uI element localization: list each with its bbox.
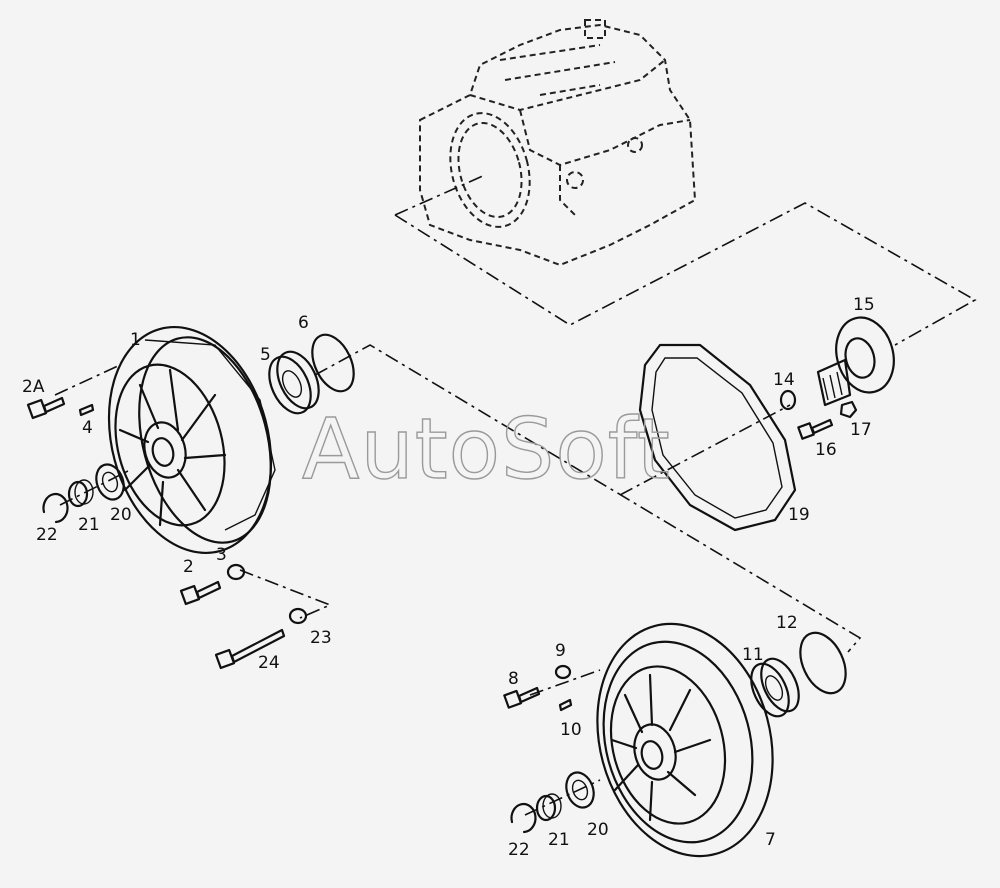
bolt-part-2 (179, 580, 222, 606)
callout-22-upper: 22 (36, 525, 58, 545)
snap-ring-part-6 (311, 333, 355, 393)
callout-4-upper: 4 (82, 418, 93, 438)
bolt-part-2A (26, 396, 66, 420)
callout-7: 7 (765, 830, 776, 850)
housing-part-7 (596, 622, 774, 858)
seal-part-20a (95, 463, 125, 501)
callout-20-upper: 20 (110, 505, 132, 525)
watermark-text: AutoSoft (302, 400, 671, 498)
callout-1: 1 (130, 330, 141, 350)
washer-part-17 (839, 400, 858, 419)
callout-17: 17 (850, 420, 872, 440)
washer-part-9 (554, 664, 572, 680)
callout-21-upper: 21 (78, 515, 100, 535)
callout-5: 5 (260, 345, 271, 365)
callout-8: 8 (508, 669, 519, 689)
callout-9: 9 (555, 641, 566, 661)
transmission-housing (419, 19, 697, 267)
callout-19: 19 (788, 505, 810, 525)
bushing-part-21a (67, 479, 94, 508)
bushing-part-21b (535, 793, 562, 822)
o-ring-part-14 (779, 389, 797, 411)
bolt-part-24 (214, 628, 286, 670)
callout-21-lower: 21 (548, 830, 570, 850)
callout-23: 23 (310, 628, 332, 648)
pin-part-4a (78, 403, 95, 417)
pin-part-10 (558, 698, 573, 712)
callout-22-lower: 22 (508, 840, 530, 860)
gasket-part-19 (638, 343, 797, 532)
bearing-part-5 (268, 350, 320, 415)
callout-12: 12 (776, 613, 798, 633)
callout-20-lower: 20 (587, 820, 609, 840)
callout-10: 10 (560, 720, 582, 740)
callout-3: 3 (216, 545, 227, 565)
circlip-part-22a (42, 492, 69, 524)
washer-part-23 (288, 607, 308, 625)
callout-15: 15 (853, 295, 875, 315)
callout-14: 14 (773, 370, 795, 390)
bolt-part-16 (797, 418, 834, 440)
callout-labels: 1 2A 4 5 6 22 21 20 3 2 23 24 15 14 16 1… (22, 295, 875, 860)
callout-2A: 2A (22, 377, 45, 397)
callout-2: 2 (183, 557, 194, 577)
callout-11: 11 (742, 645, 764, 665)
washer-part-3 (226, 563, 246, 581)
flange-shaft-part-15 (816, 316, 895, 407)
snap-ring-part-12 (799, 631, 847, 695)
callout-16: 16 (815, 440, 837, 460)
circlip-part-22b (510, 802, 537, 834)
bearing-part-11 (750, 657, 800, 718)
housing-part-1 (107, 325, 276, 555)
callout-24: 24 (258, 653, 280, 673)
seal-part-20b (565, 771, 595, 809)
callout-6: 6 (298, 313, 309, 333)
bolt-part-8 (503, 686, 541, 709)
